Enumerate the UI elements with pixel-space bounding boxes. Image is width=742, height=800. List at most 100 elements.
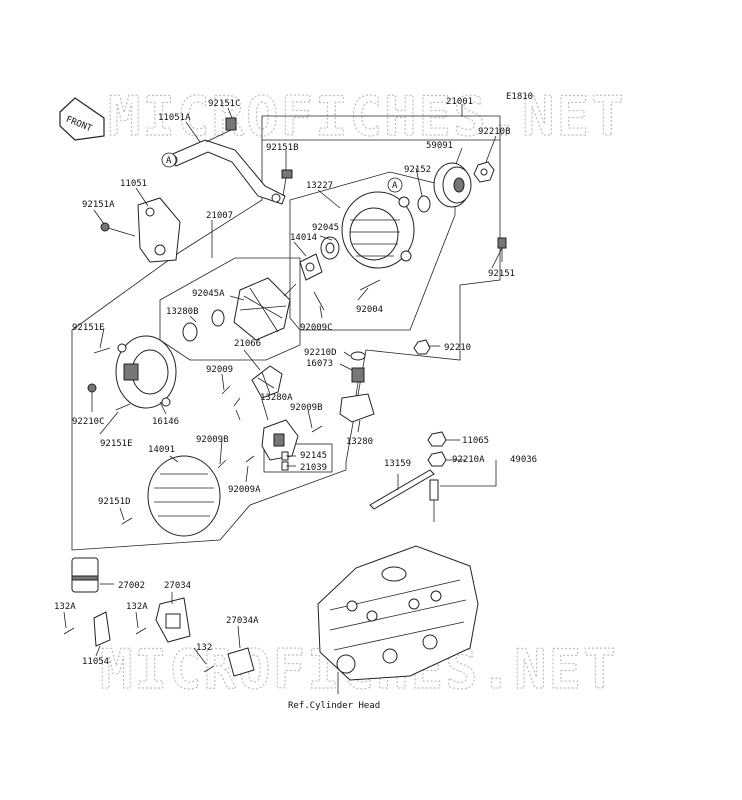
part-label: 49036: [510, 455, 537, 465]
part-label: 92009C: [300, 323, 333, 333]
relay-27034a: [227, 647, 255, 677]
cover-14091: [147, 455, 221, 537]
nut-92210a: [427, 451, 447, 467]
screw-92009a: [245, 455, 255, 463]
part-label: 21007: [206, 211, 233, 221]
assembly-box-92145: [263, 443, 333, 473]
part-label: 92004: [356, 305, 383, 315]
part-label: 92045A: [192, 289, 225, 299]
part-label: 11054: [82, 657, 109, 667]
bracket-11051: [137, 197, 181, 263]
part-label: 13280B: [166, 307, 199, 317]
bracket-11054: [93, 611, 111, 647]
part-label: 92009A: [228, 485, 261, 495]
washer-92152: [417, 195, 431, 213]
rotor-21007: [182, 277, 297, 342]
bolt-92151c: [205, 117, 237, 143]
brush-holder-13280a: [261, 419, 299, 461]
screw-132a-right: [135, 627, 147, 635]
screw-92009: [221, 385, 231, 395]
part-label: 92151E: [100, 439, 133, 449]
part-label: 11065: [462, 436, 489, 446]
part-label: 16073: [306, 359, 333, 369]
bolt-92151e-lower: [115, 403, 131, 411]
callout-a-housing: A: [387, 177, 403, 193]
watermark-top: MICROFICHES.NET: [108, 85, 626, 148]
part-label: 14014: [290, 233, 317, 243]
regulator-21066: [251, 365, 283, 399]
nut-92210b: [473, 161, 495, 183]
housing-13227: [341, 191, 415, 269]
part-label: 92151C: [208, 99, 241, 109]
nut-92210c: [87, 383, 97, 393]
part-label: 92210A: [452, 455, 485, 465]
part-label: 92151B: [266, 143, 299, 153]
part-label: 92151D: [98, 497, 131, 507]
front-arrow: FRONT: [59, 97, 105, 141]
part-label: 92009B: [196, 435, 229, 445]
assembly-box-13227: [289, 171, 456, 331]
part-label: 92152: [404, 165, 431, 175]
bolt-92151d: [121, 517, 133, 525]
svg-text:A: A: [166, 156, 172, 166]
terminal-13280: [311, 351, 375, 433]
plate-14014: [299, 253, 323, 281]
screw-132: [203, 665, 215, 673]
screw-132a-left: [63, 627, 75, 635]
part-label: 92210D: [304, 348, 337, 358]
part-label: 21001: [446, 97, 473, 107]
part-label: 92151: [488, 269, 515, 279]
bolt-92151a: [100, 222, 136, 237]
pulley-59091: [433, 162, 472, 208]
part-label: 13280: [346, 437, 373, 447]
assembly-box-21001: [71, 139, 501, 551]
bracket-27034: [155, 597, 191, 643]
screw-92009c: [313, 291, 325, 311]
part-label: 14091: [148, 445, 175, 455]
part-label: 21066: [234, 339, 261, 349]
nut-92210: [413, 339, 431, 355]
part-label: 13280A: [260, 393, 293, 403]
part-label: 21039: [300, 463, 327, 473]
assembly-box-21007: [159, 257, 301, 361]
nut-11065: [427, 431, 447, 447]
footer-reference: Ref.Cylinder Head: [288, 701, 380, 711]
part-label: 132: [196, 643, 212, 653]
diagram-code: E1810: [506, 92, 533, 102]
svg-text:A: A: [392, 181, 398, 191]
part-label: 11051: [120, 179, 147, 189]
lead-13159: [369, 469, 435, 510]
part-label: 27002: [118, 581, 145, 591]
part-label: 92210C: [72, 417, 105, 427]
housing-16146: [115, 335, 177, 409]
part-label: 92210: [444, 343, 471, 353]
screw-92009b-upper: [233, 397, 241, 407]
relay-27002: [71, 557, 99, 593]
part-label: 132A: [126, 602, 148, 612]
part-label: 16146: [152, 417, 179, 427]
part-label: 92145: [300, 451, 327, 461]
callout-a-bracket: A: [161, 152, 177, 168]
bolt-92151b: [281, 169, 293, 197]
bolt-92151e-upper: [93, 347, 111, 354]
bolt-92004: [359, 279, 381, 291]
part-label: 13227: [306, 181, 333, 191]
part-label: 92151A: [82, 200, 115, 210]
part-label: 92009B: [290, 403, 323, 413]
part-label: 92151E: [72, 323, 105, 333]
part-label: 11051A: [158, 113, 191, 123]
part-label: 92045: [312, 223, 339, 233]
part-label: 92009: [206, 365, 233, 375]
part-labels: 92151C 11051A 92151B 11051 92151A 21001 …: [54, 97, 537, 667]
screw-92009b-lower: [217, 459, 227, 469]
part-label: 13159: [384, 459, 411, 469]
leader-lines: [63, 104, 503, 694]
part-label: 132A: [54, 602, 76, 612]
part-label: 27034: [164, 581, 191, 591]
part-label: 59091: [426, 141, 453, 151]
part-label: 27034A: [226, 616, 259, 626]
bolt-92151: [491, 237, 507, 269]
cylinder-head: [317, 545, 479, 681]
